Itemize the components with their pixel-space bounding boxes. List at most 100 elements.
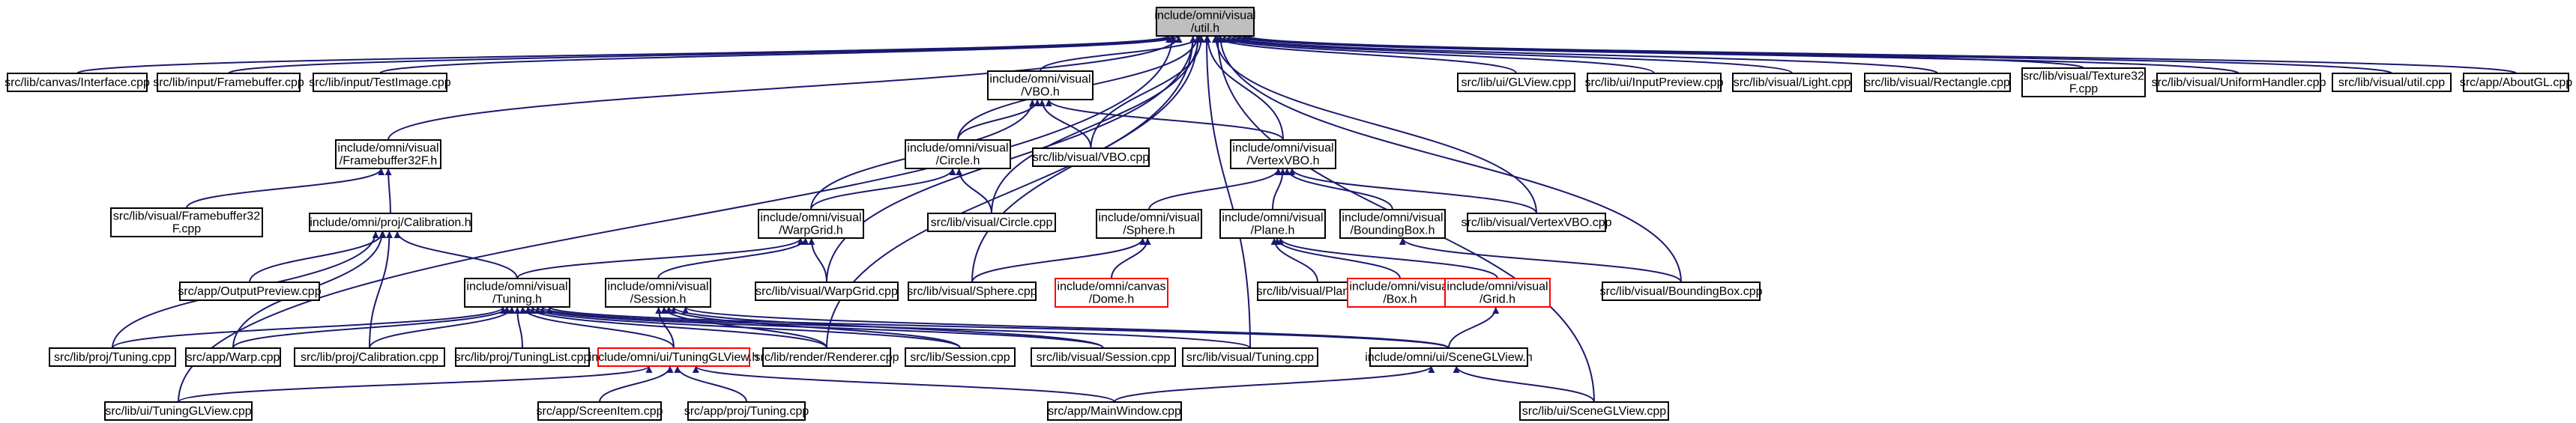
node-calibration-cpp[interactable]: src/lib/proj/Calibration.cpp [294, 347, 445, 367]
node-uniformhandler[interactable]: src/lib/visual/UniformHandler.cpp [2152, 73, 2326, 92]
node-inputpreview[interactable]: src/lib/ui/InputPreview.cpp [1585, 73, 1724, 92]
node-label: /Grid.h [1479, 293, 1515, 306]
edge-circle_h-to-vbo_h [957, 99, 1041, 141]
node-app-proj-tuning[interactable]: src/app/proj/Tuning.cpp [684, 401, 809, 421]
edge-renderer-to-tuning_h [524, 306, 827, 349]
node-tuningglview-cpp[interactable]: src/lib/ui/TuningGLView.cpp [104, 401, 253, 421]
node-label: src/lib/proj/Tuning.cpp [54, 351, 171, 364]
node-fb32f-h[interactable]: include/omni/visual/Framebuffer32F.h [335, 139, 441, 169]
edge-mainwindow-to-sceneglview_h [1114, 365, 1435, 403]
node-util-cpp[interactable]: src/lib/visual/util.cpp [2332, 73, 2452, 92]
node-box [908, 282, 1037, 301]
node-box [309, 213, 472, 232]
node-box [455, 347, 590, 367]
node-tuninglist[interactable]: src/lib/proj/TuningList.cpp [455, 347, 591, 367]
node-warpgrid-cpp[interactable]: src/lib/visual/WarpGrid.cpp [755, 282, 899, 301]
node-label: src/lib/proj/TuningList.cpp [455, 351, 591, 364]
node-box [1031, 347, 1176, 367]
node-aboutgl[interactable]: src/app/AboutGL.cpp [2460, 73, 2572, 92]
edge-interface-to-util [76, 35, 1172, 74]
node-screenitem[interactable]: src/app/ScreenItem.cpp [537, 401, 663, 421]
node-sceneglview-h[interactable]: include/omni/ui/SceneGLView.h [1365, 347, 1533, 367]
node-fb32f-cpp[interactable]: src/lib/visual/Framebuffer32F.cpp [110, 207, 263, 237]
node-vbo-h[interactable]: include/omni/visual/VBO.h [987, 70, 1094, 100]
node-box [1096, 209, 1202, 239]
nodes-layer: include/omni/visual/util.h src/lib/canvas… [4, 7, 2572, 421]
node-box [1347, 278, 1453, 308]
edge-vertexvbo_cpp-to-vertexvbo_h [1288, 168, 1537, 214]
edge-app_proj_tuning-to-tuningglview_h [674, 365, 747, 403]
node-rectangle[interactable]: src/lib/visual/Rectangle.cpp [1864, 73, 2011, 92]
node-box [1369, 347, 1528, 367]
node-tuning-h[interactable]: include/omni/visual/Tuning.h [464, 278, 570, 308]
node-label: /util.h [1191, 22, 1219, 35]
node-box [1182, 347, 1318, 367]
node-boundingbox-cpp[interactable]: src/lib/visual/BoundingBox.cpp [1599, 282, 1763, 301]
node-label: include/omni/visual [337, 142, 438, 155]
node-calibration-h[interactable]: include/omni/proj/Calibration.h [309, 213, 472, 232]
node-mainwindow[interactable]: src/app/MainWindow.cpp [1047, 401, 1182, 421]
node-testimage[interactable]: src/lib/input/TestImage.cpp [309, 73, 451, 92]
node-vertexvbo-cpp[interactable]: src/lib/visual/VertexVBO.cpp [1462, 213, 1612, 232]
node-framebuffer-cpp[interactable]: src/lib/input/Framebuffer.cpp [153, 73, 304, 92]
edge-tuningglview_cpp-to-tuningglview_h [178, 365, 653, 403]
node-sphere-cpp[interactable]: src/lib/visual/Sphere.cpp [907, 282, 1037, 301]
node-box [1032, 147, 1150, 167]
node-warpgrid-h[interactable]: include/omni/visual/WarpGrid.h [758, 209, 864, 239]
node-visual-tuning[interactable]: src/lib/visual/Tuning.cpp [1182, 347, 1318, 367]
node-label: src/lib/visual/VertexVBO.cpp [1462, 216, 1612, 229]
node-light[interactable]: src/lib/visual/Light.cpp [1732, 73, 1852, 92]
node-label: F.cpp [172, 223, 201, 236]
node-box [335, 139, 441, 169]
node-label: /Dome.h [1089, 293, 1134, 306]
node-label: /Circle.h [936, 155, 980, 168]
node-grid-h[interactable]: include/omni/visual/Grid.h [1444, 278, 1551, 308]
node-label: src/lib/input/TestImage.cpp [309, 76, 451, 89]
edge-vertexvbo_h-to-util [1204, 35, 1284, 141]
node-label: src/lib/visual/Session.cpp [1037, 351, 1171, 364]
node-label: /Box.h [1383, 293, 1417, 306]
node-box [49, 347, 176, 367]
node-outputpreview[interactable]: src/app/OutputPreview.cpp [178, 282, 322, 301]
node-vbo-cpp[interactable]: src/lib/visual/VBO.cpp [1032, 147, 1150, 167]
edge-fb32f_cpp-to-fb32f_h [186, 168, 385, 209]
node-circle-h[interactable]: include/omni/visual/Circle.h [905, 139, 1011, 169]
node-label: src/app/MainWindow.cpp [1048, 405, 1181, 418]
node-label: include/omni/visual [989, 73, 1091, 86]
node-box [605, 278, 711, 308]
node-proj-tuning[interactable]: src/lib/proj/Tuning.cpp [49, 347, 176, 367]
node-tuningglview-h[interactable]: include/omni/ui/TuningGLView.h [589, 347, 759, 367]
node-glview[interactable]: src/lib/ui/GLView.cpp [1457, 73, 1575, 92]
node-label: src/lib/canvas/Interface.cpp [4, 76, 150, 89]
node-session-cpp[interactable]: src/lib/Session.cpp [905, 347, 1016, 367]
node-box [104, 401, 253, 421]
edge-visual_session-to-session_h [670, 306, 1104, 349]
node-label: src/app/AboutGL.cpp [2460, 76, 2572, 89]
edge-tuning_h-to-warpgrid_h [516, 237, 804, 279]
node-circle-cpp[interactable]: src/lib/visual/Circle.cpp [927, 213, 1056, 232]
node-boundingbox-h[interactable]: include/omni/visual/BoundingBox.h [1339, 209, 1446, 239]
node-box [2463, 73, 2569, 92]
node-warp[interactable]: src/app/Warp.cpp [185, 347, 281, 367]
edge-sceneglview_cpp-to-sceneglview_h [1453, 365, 1595, 403]
node-box [762, 347, 891, 367]
node-vertexvbo-h[interactable]: include/omni/visual/VertexVBO.h [1230, 139, 1336, 169]
node-label: src/lib/visual/VBO.cpp [1033, 151, 1150, 164]
node-dome-h[interactable]: include/omni/canvas/Dome.h [1055, 278, 1168, 308]
node-sceneglview-cpp[interactable]: src/lib/ui/SceneGLView.cpp [1519, 401, 1669, 421]
edge-calibration_cpp-to-calibration_h [369, 231, 393, 349]
node-box [2156, 73, 2321, 92]
node-session-h[interactable]: include/omni/visual/Session.h [605, 278, 711, 308]
node-sphere-h[interactable]: include/omni/visual/Sphere.h [1096, 209, 1202, 239]
node-box-h[interactable]: include/omni/visual/Box.h [1347, 278, 1453, 308]
node-interface[interactable]: src/lib/canvas/Interface.cpp [4, 73, 150, 92]
edge-screenitem-to-tuningglview_h [599, 365, 674, 403]
node-renderer[interactable]: src/lib/render/Renderer.cpp [755, 347, 899, 367]
edge-outputpreview-to-calibration_h [249, 231, 387, 283]
node-label: src/lib/visual/Framebuffer32 [113, 210, 260, 223]
node-plane-h[interactable]: include/omni/visual/Plane.h [1219, 209, 1326, 239]
node-label: /Sphere.h [1123, 225, 1174, 237]
node-visual-session[interactable]: src/lib/visual/Session.cpp [1031, 347, 1176, 367]
edge-rectangle-to-util [1225, 35, 1938, 74]
